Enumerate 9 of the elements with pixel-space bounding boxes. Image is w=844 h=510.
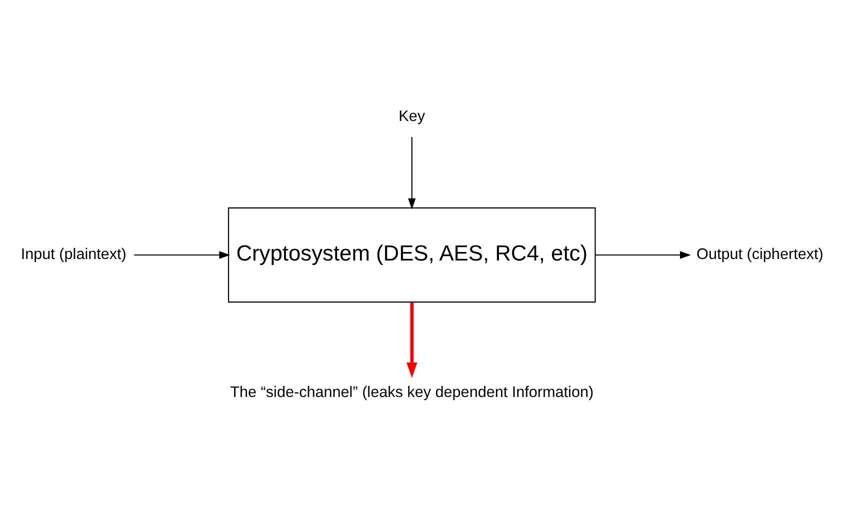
node-text: The “side-channel” (leaks key dependent Information) [230, 384, 594, 401]
node-box: Cryptosystem (DES, AES, RC4, etc) [228, 207, 596, 303]
node-text: Key [398, 108, 426, 126]
node-text: Input (plaintext) [20, 246, 126, 264]
arrow [595, 251, 691, 259]
arrow [408, 137, 416, 210]
arrow [406, 302, 418, 378]
node-text: Output (ciphertext) [696, 246, 824, 264]
arrow [134, 251, 230, 259]
